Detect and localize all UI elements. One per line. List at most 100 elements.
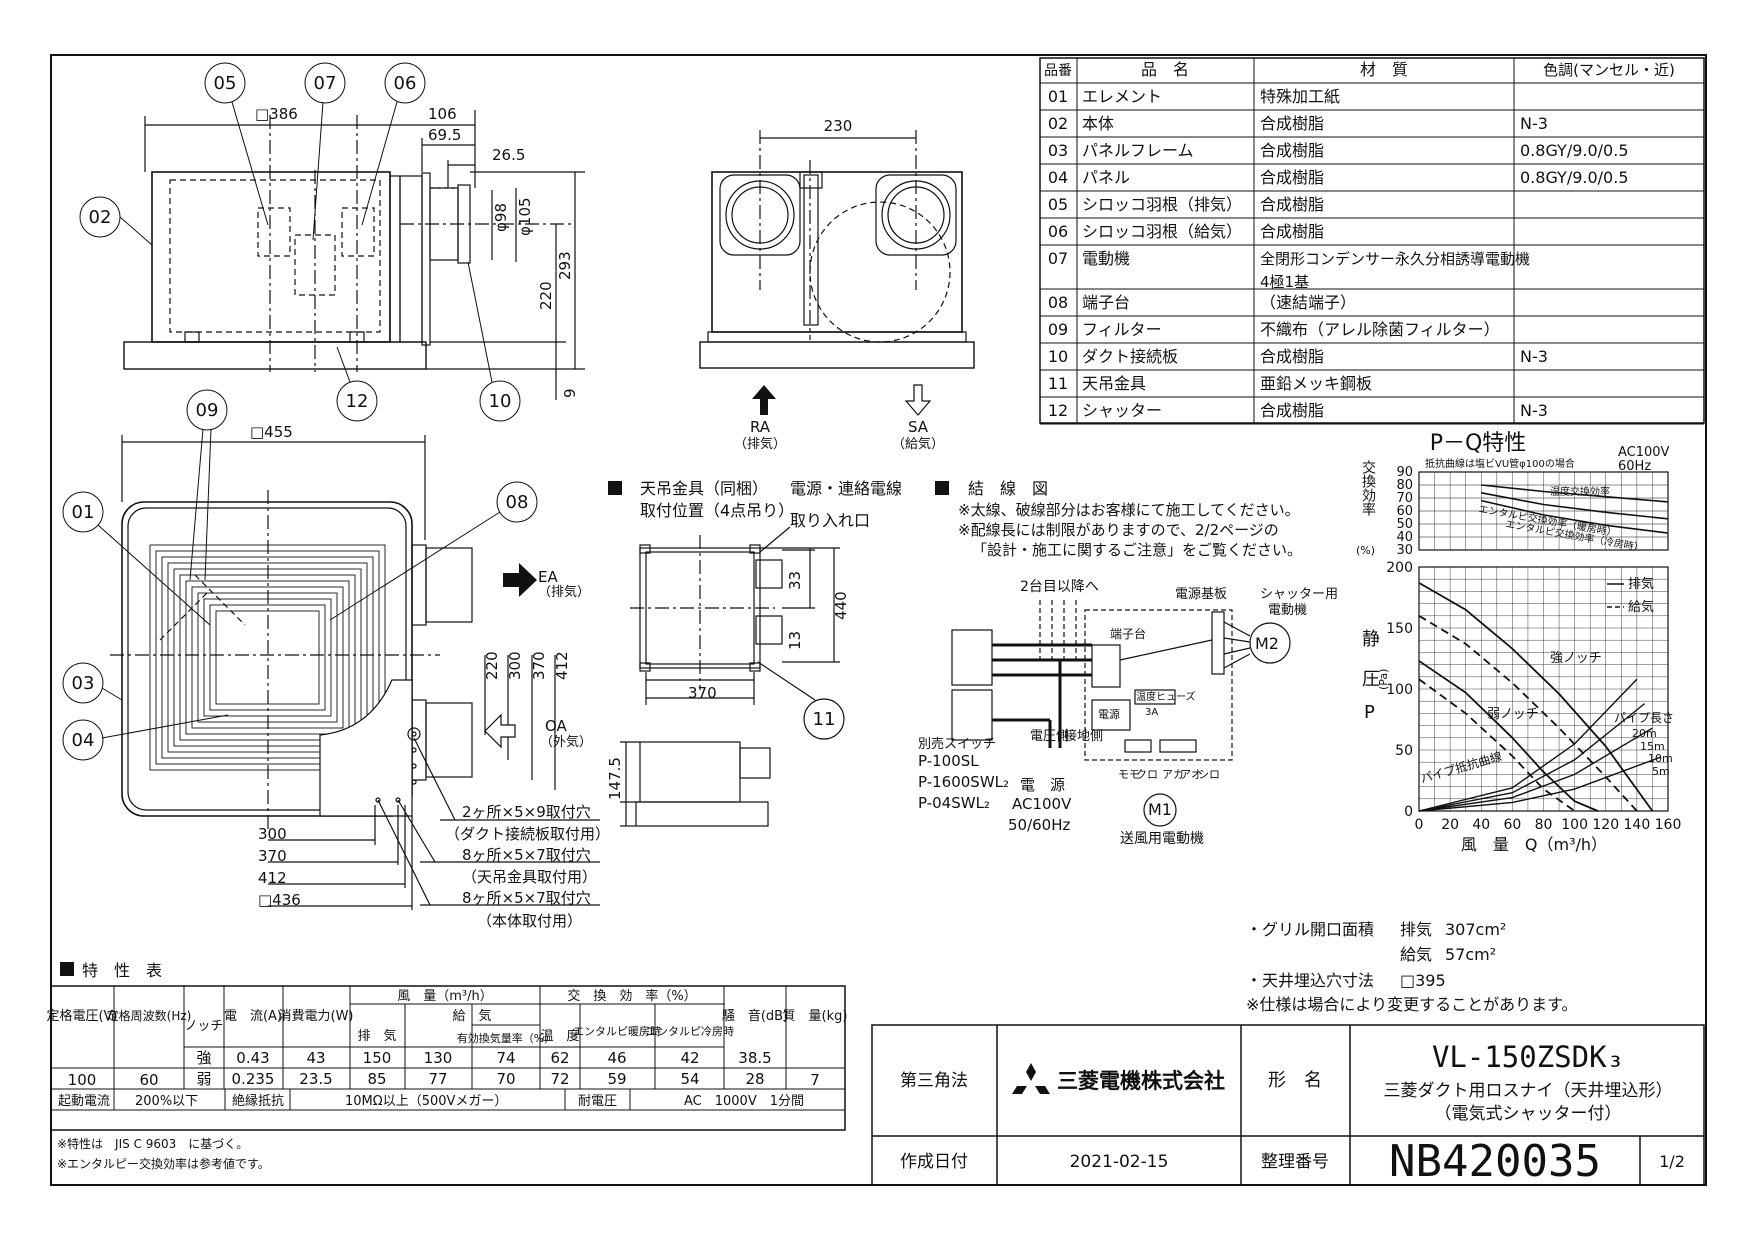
pq-y-tick-label: 150: [1386, 621, 1413, 637]
wiring-note-1: ※太線、破線部分はお客様にて施工してください。: [958, 501, 1300, 519]
parts-row-name: シャッター: [1082, 401, 1162, 420]
parts-row-material: 合成樹脂: [1260, 114, 1324, 133]
wiring-switch-1: P-100SL: [918, 752, 979, 770]
spec-mass: 7: [810, 1071, 820, 1089]
wiring-voltage-side: 電圧側: [1030, 729, 1069, 744]
spec-withstand-value: AC 1000V 1分間: [684, 1094, 804, 1109]
title-date-label: 作成日付: [900, 1152, 968, 1172]
dim-293: 293: [556, 251, 574, 280]
plan-view-text: 09 01 08 03 04 □455 220 300 370 412 300 …: [72, 400, 610, 930]
front-view-callouts: [79, 62, 521, 422]
pq-pipe-10: 10m: [1648, 752, 1673, 765]
wiring-ground-side: 接地側: [1064, 728, 1103, 744]
grill-l1-value: 307cm²: [1445, 920, 1506, 939]
eff-tick-label: 70: [1396, 491, 1413, 506]
spec-note-1: ※特性は JIS C 9603 に基づく。: [57, 1136, 248, 1151]
callout-11: 11: [813, 709, 836, 730]
parts-row-color: N-3: [1520, 401, 1548, 420]
title-ref: NB420035: [1389, 1136, 1601, 1187]
pq-p-label-2: 圧: [1362, 669, 1380, 690]
dim-147-5: 147.5: [606, 757, 624, 800]
parts-row-no: 11: [1048, 374, 1068, 393]
spec-cell: 130: [424, 1049, 453, 1067]
parts-row-name: パネルフレーム: [1082, 141, 1194, 160]
wiring-m1: M1: [1148, 800, 1172, 819]
parts-header-no: 品番: [1044, 63, 1072, 79]
pq-x-tick-label: 0: [1415, 817, 1424, 833]
sa-label: SA: [908, 418, 929, 436]
parts-row-color: N-3: [1520, 347, 1548, 366]
title-page: 1/2: [1659, 1152, 1685, 1171]
pq-p-unit: (Pa): [1377, 669, 1390, 690]
dim-455: □455: [250, 423, 293, 441]
parts-row-name: エレメント: [1082, 87, 1162, 106]
wiring-m2: M2: [1255, 634, 1279, 653]
ea-arrow-icon: [503, 563, 537, 597]
front-callout-labels: 05 07 06 02 12 10: [89, 73, 512, 412]
front-view: [123, 110, 585, 400]
wiring-color-2: クロ: [1136, 768, 1158, 781]
wiring-title: 結 線 図: [968, 479, 1048, 498]
parts-row-no: 06: [1048, 222, 1068, 241]
eff-series-line: [1481, 492, 1669, 520]
pq-x-tick-label: 160: [1655, 817, 1682, 833]
spec-cell: 弱: [196, 1070, 211, 1088]
note-hole-3: 8ヶ所×5×7取付穴: [462, 889, 591, 907]
title-model: VL-150ZSDK₃: [1432, 1040, 1624, 1074]
pq-y-tick-label: 50: [1395, 743, 1413, 759]
hanger-subtitle: 取付位置（4点吊り）: [640, 501, 794, 520]
eff-tick-label: 80: [1396, 478, 1413, 493]
spec-freq: 60: [139, 1071, 158, 1089]
note-hole-2: 8ヶ所×5×7取付穴: [462, 846, 591, 864]
title-desc-1: 三菱ダクト用ロスナイ（天井埋込形）: [1384, 1081, 1673, 1101]
pq-y-tick-label: 100: [1386, 682, 1413, 698]
callout-07: 07: [314, 73, 337, 94]
parts-row-material: 合成樹脂: [1260, 141, 1324, 160]
parts-row-name: 天吊金具: [1082, 374, 1146, 393]
callout-08: 08: [506, 492, 529, 513]
pq-x-tick-label: 100: [1561, 817, 1588, 833]
plan-view: [110, 435, 600, 910]
parts-row-name: 本体: [1082, 114, 1114, 133]
wiring-note-2: ※配線長には制限がありますので、2/2ページの: [958, 521, 1279, 539]
parts-header-name: 品 名: [1141, 60, 1189, 79]
dim-26-5: 26.5: [492, 146, 525, 164]
wiring-color-1: モモ: [1118, 768, 1140, 781]
grill-l1-label: ・グリル開口面積: [1246, 920, 1374, 939]
parts-row-material: 合成樹脂: [1260, 195, 1324, 214]
grill-l4: ※仕様は場合により変更することがあります。: [1246, 995, 1578, 1014]
dim-bottom-370: 370: [258, 847, 287, 865]
dim-phi98: φ98: [492, 203, 510, 232]
parts-row-no: 02: [1048, 114, 1068, 133]
wiring-second-unit: 2台目以降へ: [1020, 579, 1099, 595]
title-date: 2021-02-15: [1070, 1152, 1169, 1172]
spec-cell: 0.43: [236, 1049, 269, 1067]
spec-h-temp: 温 度: [540, 1028, 579, 1044]
pq-series-line: [1418, 678, 1576, 812]
dim-plan-300: 300: [506, 651, 524, 680]
parts-row-no: 05: [1048, 195, 1068, 214]
spec-h-freq: 定格周波数(Hz): [107, 1008, 192, 1023]
spec-cell: 74: [496, 1049, 515, 1067]
spec-cell: 150: [363, 1049, 392, 1067]
spec-h-exhaust: 排 気: [357, 1028, 396, 1044]
spec-insulation-value: 10MΩ以上（500Vメガー）: [345, 1094, 507, 1109]
wiring-power: 電 源: [1020, 776, 1065, 794]
parts-row-no: 12: [1048, 401, 1068, 420]
hanger-cable-label-2: 取り入れ口: [790, 511, 870, 530]
wiring-fan-motor: 送風用電動機: [1120, 831, 1204, 847]
spec-cell: 54: [680, 1070, 699, 1088]
parts-row-name: 電動機: [1082, 249, 1130, 268]
spec-h-voltage: 定格電圧(V): [46, 1008, 117, 1024]
parts-row-material: 不織布（アレル除菌フィルター）: [1260, 320, 1500, 339]
callout-03: 03: [72, 673, 95, 694]
dim-440: 440: [832, 591, 850, 620]
pq-p-letter: P: [1364, 702, 1375, 723]
parts-row-material: 亜鉛メッキ鋼板: [1260, 374, 1372, 393]
spec-h-current: 電 流(A): [224, 1009, 282, 1024]
parts-row-name: フィルター: [1082, 320, 1162, 339]
wiring-shutter-motor-2: 電動機: [1268, 603, 1307, 618]
